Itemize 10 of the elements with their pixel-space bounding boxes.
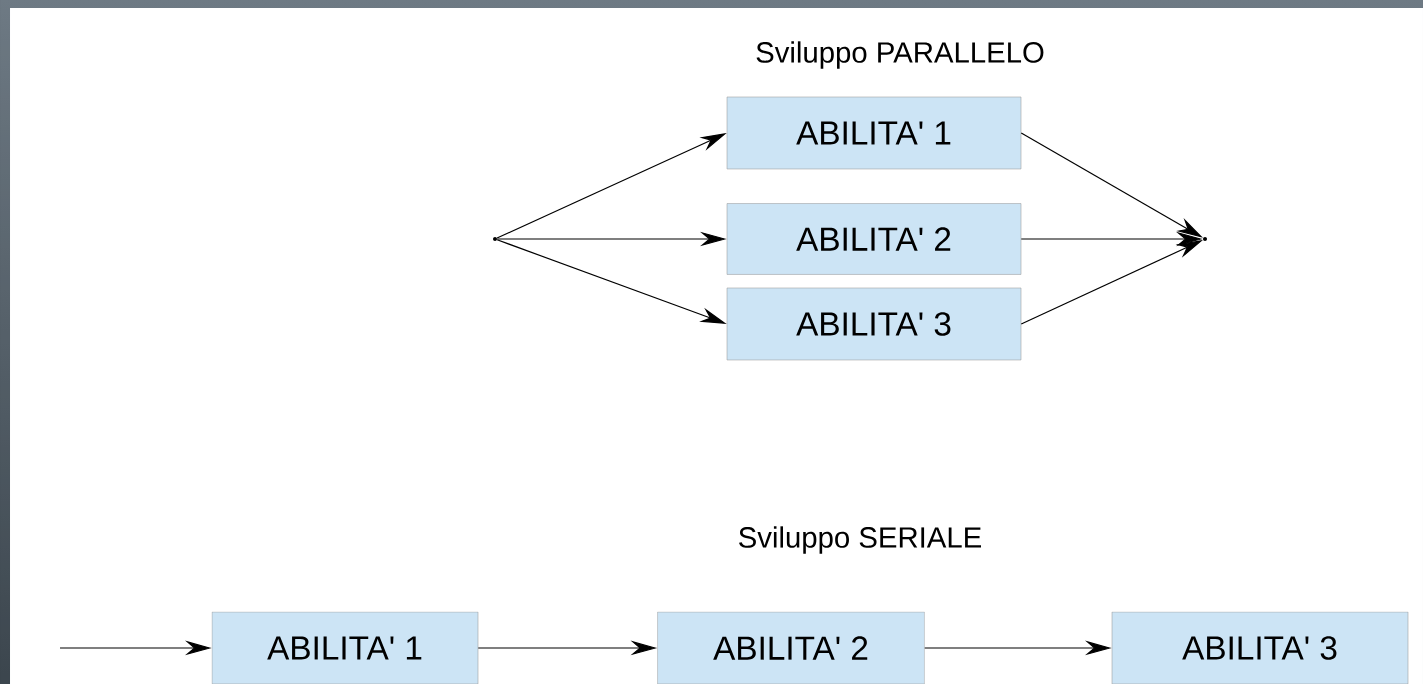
process-box: ABILITA' 1 [726, 96, 1022, 170]
section-heading: Sviluppo PARALLELO [756, 41, 1044, 69]
process-box: ABILITA' 1 [211, 611, 479, 684]
process-box: ABILITA' 2 [657, 611, 925, 684]
process-box: ABILITA' 2 [726, 203, 1022, 275]
process-box: ABILITA' 3 [726, 287, 1022, 361]
process-box: ABILITA' 3 [1111, 611, 1409, 684]
junction-point [493, 237, 497, 241]
section-heading: Sviluppo SERIALE [739, 526, 981, 554]
junction-point [1203, 237, 1207, 241]
